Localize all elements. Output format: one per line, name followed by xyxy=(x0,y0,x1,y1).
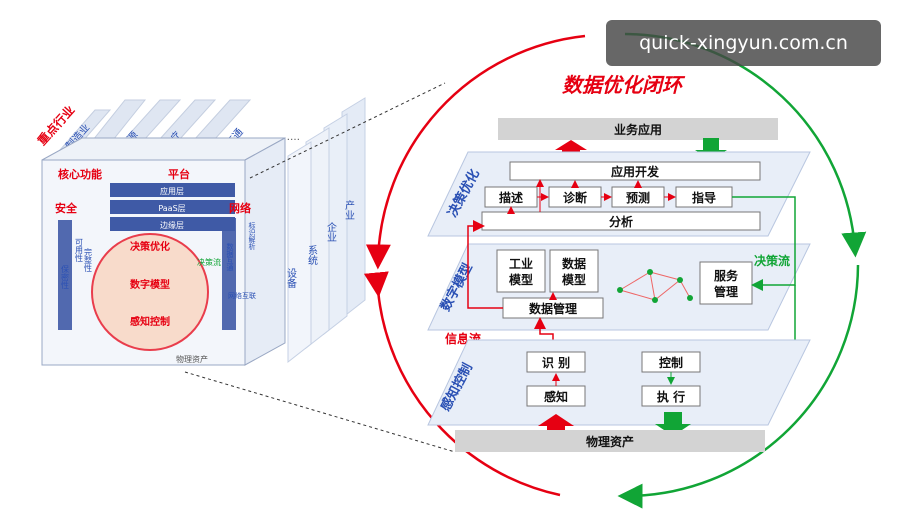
service-mgmt-label: 服务管理 xyxy=(714,268,739,299)
physical-asset-label: 物理资产 xyxy=(586,434,634,449)
decision-flow-small: 决策流 xyxy=(197,257,221,267)
circle-item: 数字模型 xyxy=(130,278,170,291)
network-col-label: 标识解析 xyxy=(248,221,256,251)
data-model-box xyxy=(549,249,599,293)
side-panel-label: 系统 xyxy=(306,245,318,265)
data-model-label: 数据模型 xyxy=(562,256,586,287)
decision-flow-line xyxy=(732,196,796,291)
describe-label: 描述 xyxy=(499,190,523,205)
platform-layer xyxy=(110,217,235,231)
side-panel xyxy=(287,141,312,364)
decision-flow-label: 决策流 xyxy=(754,253,790,268)
closed-loop-circle xyxy=(91,233,209,351)
data-mgmt-label: 数据管理 xyxy=(529,301,577,316)
platform-layer-label: 应用层 xyxy=(160,186,184,196)
industry-cube: 重点行业 制造业 能源 医疗 交通 …… 设备 系统 企业 产业 核心功能 平台… xyxy=(34,97,366,366)
security-label: 安全 xyxy=(55,201,78,215)
physical-asset-bar xyxy=(455,430,765,452)
cube-side xyxy=(244,137,286,366)
info-flow-line xyxy=(467,220,503,309)
platform-layer xyxy=(110,200,235,214)
side-panel-label: 设备 xyxy=(285,268,297,289)
industrial-model-label: 工业模型 xyxy=(509,256,533,287)
network-col-label: 网络互联 xyxy=(228,291,256,300)
diagnose-label: 诊断 xyxy=(563,190,587,205)
security-column xyxy=(58,220,72,330)
platform-layer-label: 边缘层 xyxy=(160,220,184,230)
model-layer xyxy=(427,243,811,331)
recognize-label: 识 别 xyxy=(542,356,570,370)
execute-box xyxy=(641,385,701,407)
industry-label: …… xyxy=(280,132,300,143)
network-graph-icon xyxy=(617,269,693,303)
control-label: 控制 xyxy=(659,355,683,370)
network-label: 网络 xyxy=(229,201,251,215)
platform-layer xyxy=(110,183,235,197)
zoom-line xyxy=(184,371,456,453)
platform-layer-label: PaaS层 xyxy=(158,204,185,213)
sense-layer xyxy=(427,339,811,426)
app-dev-label: 应用开发 xyxy=(611,164,660,179)
security-col-label: 完整性 xyxy=(84,247,93,272)
loop-title: 数据优化闭环 xyxy=(562,73,686,97)
loop-arc-green xyxy=(617,264,860,509)
network-col-label: 数据互通 xyxy=(226,242,234,272)
side-panel-label: 产业 xyxy=(343,199,355,220)
loop-arc-red xyxy=(365,34,586,270)
business-app-bar xyxy=(498,118,778,140)
circle-item: 感知控制 xyxy=(130,315,170,328)
physical-asset-small: 物理资产 xyxy=(176,354,208,364)
industrial-model-box xyxy=(496,249,546,293)
core-function-label: 核心功能 xyxy=(58,167,102,181)
execute-label: 执 行 xyxy=(657,389,685,404)
platform-label: 平台 xyxy=(168,167,190,181)
security-col-label: 保密性 xyxy=(61,264,70,289)
network-column xyxy=(222,218,236,330)
circle-item: 决策优化 xyxy=(130,240,170,253)
recognize-box xyxy=(526,351,586,373)
watermark: quick-xingyun.com.cn xyxy=(606,20,881,66)
security-col-label: 可用性 xyxy=(75,238,84,262)
business-app-label: 业务应用 xyxy=(614,122,662,137)
zoom-line xyxy=(249,82,446,179)
analyze-label: 分析 xyxy=(609,214,633,229)
predict-label: 预测 xyxy=(626,190,650,205)
cube-top xyxy=(41,137,286,161)
guide-label: 指导 xyxy=(692,190,716,205)
perceive-label: 感知 xyxy=(544,389,568,404)
side-panel-label: 企业 xyxy=(325,221,337,242)
